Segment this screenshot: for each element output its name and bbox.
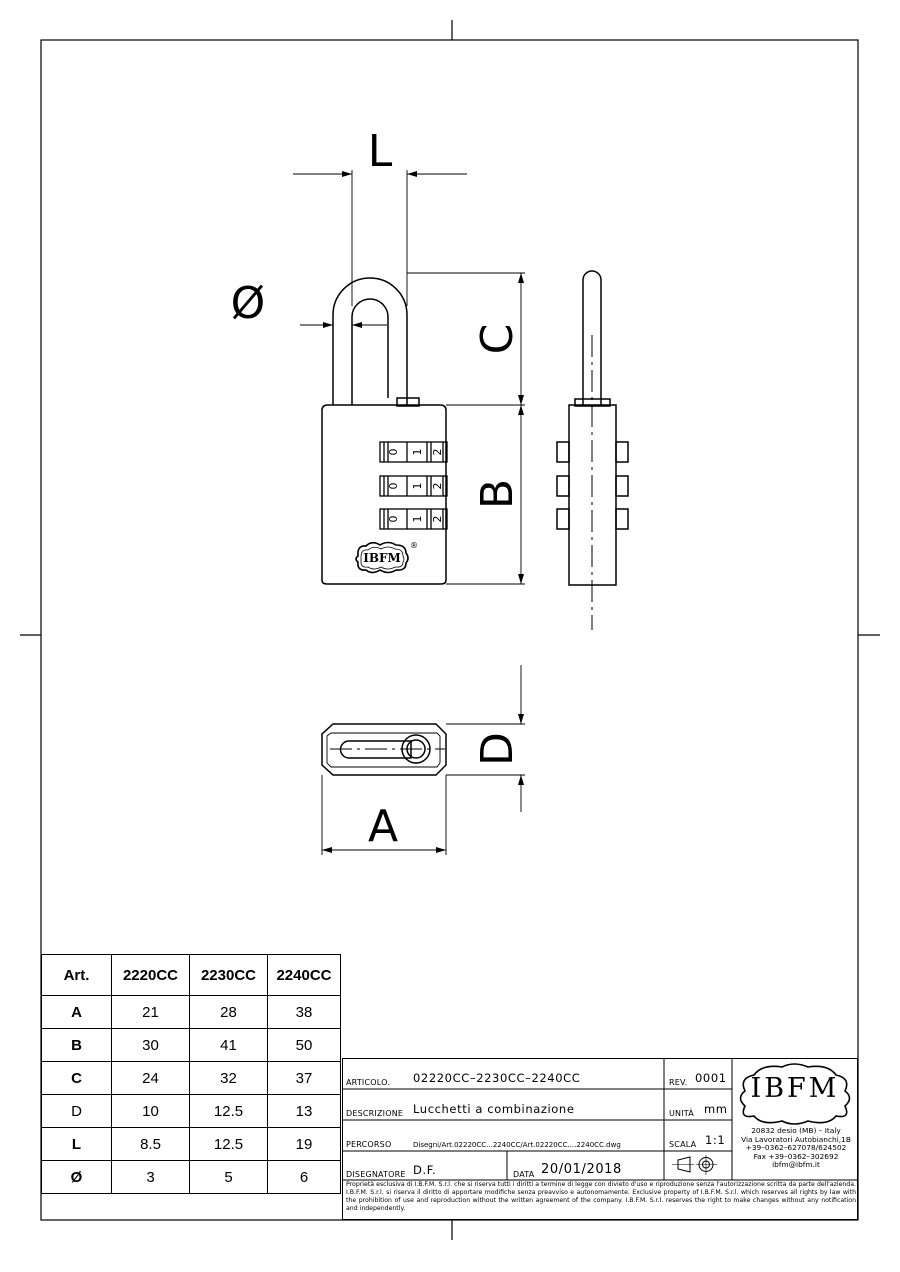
dim-label-B: B xyxy=(472,479,523,509)
scala-value: 1:1 xyxy=(705,1133,726,1147)
dial-row-2 xyxy=(379,475,448,497)
disegnatore-value: D.F. xyxy=(413,1163,437,1177)
dial-digit: 0 xyxy=(387,516,400,523)
table-cell: 30 xyxy=(111,1028,190,1062)
ibfm-body-logo: IBFM ® xyxy=(355,541,418,574)
data-value: 20/01/2018 xyxy=(541,1162,622,1177)
legal-notice: Proprietà esclusiva di I.B.F.M. S.r.l. c… xyxy=(346,1181,856,1212)
table-cell: 8.5 xyxy=(111,1127,190,1161)
table-cell: 37 xyxy=(267,1061,341,1095)
table-cell: 50 xyxy=(267,1028,341,1062)
dimension-lines xyxy=(293,170,525,855)
table-header-cell: 2240CC xyxy=(267,954,341,996)
padlock-front-view xyxy=(321,277,447,585)
projection-symbol-icon xyxy=(671,1154,717,1175)
dial-digit: 2 xyxy=(431,449,444,456)
address-line: +39–0362–627078/624502 xyxy=(745,1143,847,1153)
address-line: Fax +39–0362–302692 xyxy=(753,1151,839,1161)
address-line: Via Lavoratori Autobianchi,1B xyxy=(741,1134,851,1144)
table-cell: 3 xyxy=(111,1160,190,1194)
dial-digit: 0 xyxy=(387,483,400,490)
dial-digit: 1 xyxy=(411,449,424,456)
table-row-label: D xyxy=(41,1094,112,1128)
dial-row-1 xyxy=(379,441,448,463)
company-address: 20832 desio (MB) – Italy Via Lavoratori … xyxy=(733,1126,859,1170)
table-header-cell: 2230CC xyxy=(189,954,268,996)
dial-digits: 0 1 2 0 1 2 0 1 2 xyxy=(387,449,444,523)
table-header-cell: 2220CC xyxy=(111,954,190,996)
rev-value: 0001 xyxy=(695,1071,727,1085)
dim-label-phi: Ø xyxy=(231,278,266,329)
table-cell: 21 xyxy=(111,995,190,1029)
table-cell: 32 xyxy=(189,1061,268,1095)
table-header-row: Art. 2220CC 2230CC 2240CC xyxy=(41,954,341,996)
table-row-label: Ø xyxy=(41,1160,112,1194)
scala-label: SCALA xyxy=(669,1140,697,1149)
dial-digit: 0 xyxy=(387,449,400,456)
descrizione-value: Lucchetti a combinazione xyxy=(413,1102,575,1116)
table-cell: 12.5 xyxy=(189,1094,268,1128)
padlock-top-view xyxy=(321,723,447,776)
table-cell: 41 xyxy=(189,1028,268,1062)
ibfm-logo-icon xyxy=(739,1062,850,1125)
table-row: Ø 3 5 6 xyxy=(41,1160,341,1194)
title-block-logo-text: IBFM xyxy=(750,1073,840,1104)
registered-mark: ® xyxy=(410,541,418,550)
table-row-label: L xyxy=(41,1127,112,1161)
table-row: B 30 41 50 xyxy=(41,1028,341,1062)
articolo-value: 02220CC–2230CC–2240CC xyxy=(413,1071,581,1085)
combination-dials xyxy=(379,441,448,530)
percorso-label: PERCORSO xyxy=(346,1140,392,1149)
table-row-label: C xyxy=(41,1061,112,1095)
address-line: ibfm@ibfm.it xyxy=(772,1160,820,1170)
table-cell: 5 xyxy=(189,1160,268,1194)
table-cell: 24 xyxy=(111,1061,190,1095)
dial-digit: 1 xyxy=(411,483,424,490)
dial-row-3 xyxy=(379,508,448,530)
table-cell: 12.5 xyxy=(189,1127,268,1161)
rev-label: REV. xyxy=(669,1078,688,1087)
percorso-value: Disegni/Art.02220CC...2240CC/Art.02220CC… xyxy=(413,1141,621,1149)
dimension-table: Art. 2220CC 2230CC 2240CC A 21 28 38 B 3… xyxy=(41,954,341,1194)
dial-digit: 1 xyxy=(411,516,424,523)
table-row-label: B xyxy=(41,1028,112,1062)
table-cell: 6 xyxy=(267,1160,341,1194)
table-row: D 10 12.5 13 xyxy=(41,1094,341,1128)
sheet-border xyxy=(20,20,880,1240)
table-row: C 24 32 37 xyxy=(41,1061,341,1095)
table-cell: 19 xyxy=(267,1127,341,1161)
title-block: IBFM ARTICOLO. 02220CC–2230CC–2240CC REV… xyxy=(341,1057,859,1220)
table-row: A 21 28 38 xyxy=(41,995,341,1029)
unita-label: UNITÀ xyxy=(669,1109,694,1118)
table-cell: 13 xyxy=(267,1094,341,1128)
dim-label-C: C xyxy=(472,324,523,355)
descrizione-label: DESCRIZIONE xyxy=(346,1109,404,1118)
dial-digit: 2 xyxy=(431,483,444,490)
dimension-labels: L Ø C B D A xyxy=(231,126,523,852)
dim-label-A: A xyxy=(368,801,398,852)
table-header-cell: Art. xyxy=(41,954,112,996)
table-cell: 38 xyxy=(267,995,341,1029)
articolo-label: ARTICOLO. xyxy=(346,1078,391,1087)
title-block-grid xyxy=(341,1057,858,1180)
disegnatore-label: DISEGNATORE xyxy=(346,1170,406,1179)
unita-value: mm xyxy=(704,1102,728,1116)
table-row-label: A xyxy=(41,995,112,1029)
dim-label-L: L xyxy=(368,126,393,177)
dim-label-D: D xyxy=(472,732,523,766)
table-cell: 28 xyxy=(189,995,268,1029)
dial-digit: 2 xyxy=(431,516,444,523)
address-line: 20832 desio (MB) – Italy xyxy=(751,1126,841,1135)
body-logo-text: IBFM xyxy=(363,551,401,565)
table-row: L 8.5 12.5 19 xyxy=(41,1127,341,1161)
data-label: DATA xyxy=(513,1170,535,1179)
table-cell: 10 xyxy=(111,1094,190,1128)
